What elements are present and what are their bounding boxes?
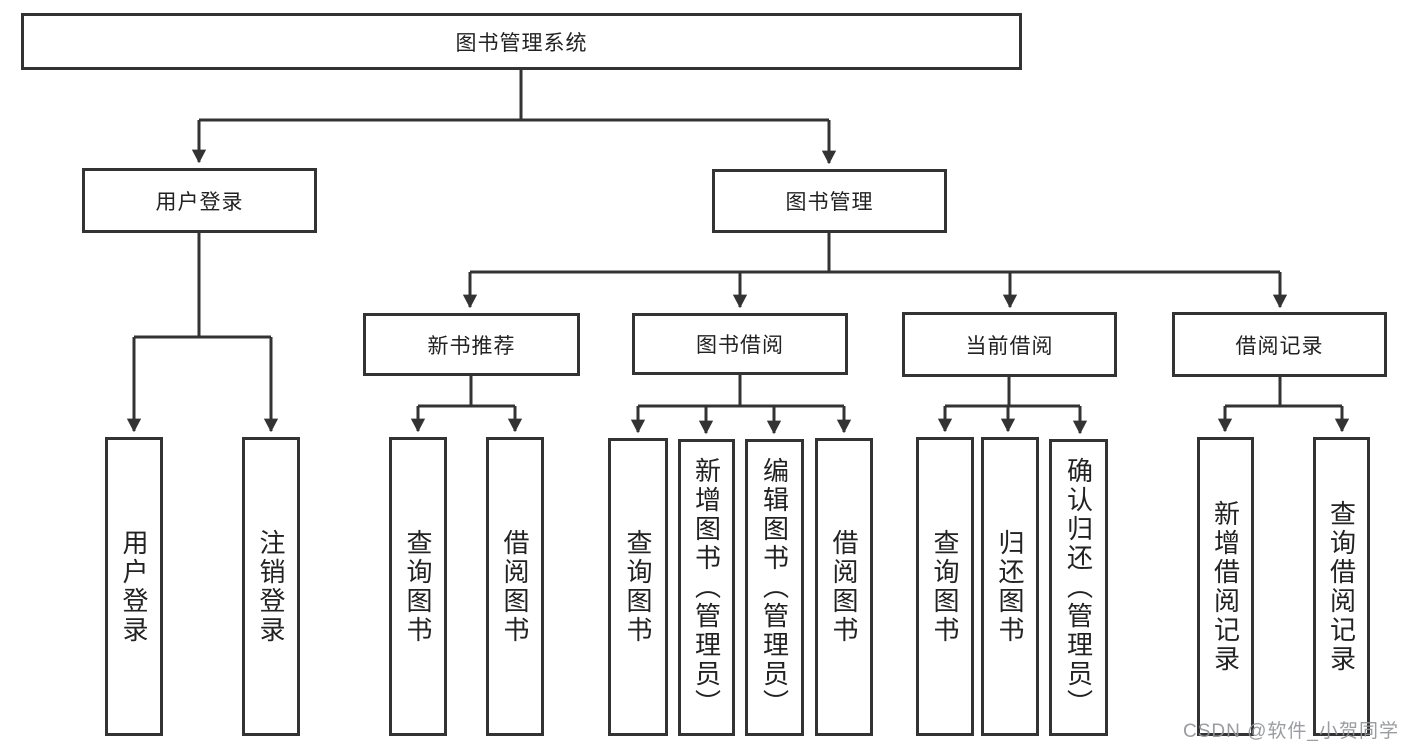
node-user-login-leaf-label: 用户登录	[119, 528, 149, 645]
node-query-books-current: 查询图书	[916, 437, 974, 736]
node-new-book-recommend-label: 新书推荐	[427, 334, 516, 358]
node-root: 图书管理系统	[21, 13, 1022, 70]
node-borrow-books-leaf-label: 借阅图书	[829, 529, 859, 645]
node-add-book-admin: 新增图书（管理员）	[678, 439, 735, 736]
node-query-books-recommend: 查询图书	[389, 437, 447, 736]
node-edit-book-admin-label: 编辑图书（管理员）	[759, 457, 790, 718]
node-return-book: 归还图书	[981, 437, 1039, 736]
node-user-login-label: 用户登录	[155, 190, 244, 214]
node-confirm-return-admin: 确认归还（管理员）	[1049, 439, 1108, 736]
node-return-book-label: 归还图书	[995, 528, 1025, 645]
node-borrow-books-recommend: 借阅图书	[486, 437, 544, 736]
node-query-books-borrow: 查询图书	[608, 438, 668, 736]
node-confirm-return-admin-label: 确认归还（管理员）	[1063, 457, 1094, 718]
node-query-borrow-record-label: 查询借阅记录	[1326, 499, 1357, 674]
node-borrow-books-leaf: 借阅图书	[815, 438, 873, 736]
node-book-management: 图书管理	[712, 169, 947, 233]
node-add-borrow-record-label: 新增借阅记录	[1210, 499, 1241, 674]
node-add-book-admin-label: 新增图书（管理员）	[691, 457, 722, 718]
node-book-management-label: 图书管理	[785, 191, 874, 214]
node-book-borrow: 图书借阅	[632, 313, 848, 375]
node-borrow-records: 借阅记录	[1172, 312, 1387, 377]
node-query-books-borrow-label: 查询图书	[623, 529, 653, 645]
node-user-login: 用户登录	[82, 168, 317, 233]
node-query-borrow-record: 查询借阅记录	[1313, 437, 1370, 736]
node-current-borrow-label: 当前借阅	[965, 334, 1054, 358]
node-root-label: 图书管理系统	[455, 31, 588, 55]
node-borrow-records-label: 借阅记录	[1235, 334, 1324, 358]
node-logout-leaf: 注销登录	[242, 437, 300, 736]
node-query-books-recommend-label: 查询图书	[403, 528, 433, 645]
node-borrow-books-recommend-label: 借阅图书	[500, 528, 530, 645]
node-current-borrow: 当前借阅	[902, 312, 1117, 377]
node-user-login-leaf: 用户登录	[105, 437, 163, 736]
node-add-borrow-record: 新增借阅记录	[1197, 437, 1254, 736]
node-new-book-recommend: 新书推荐	[363, 313, 580, 376]
node-edit-book-admin: 编辑图书（管理员）	[745, 439, 804, 736]
node-query-books-current-label: 查询图书	[930, 528, 960, 645]
watermark: CSDN @软件_小贺同学	[1183, 721, 1399, 742]
node-book-borrow-label: 图书借阅	[696, 334, 784, 357]
node-logout-leaf-label: 注销登录	[256, 528, 286, 645]
